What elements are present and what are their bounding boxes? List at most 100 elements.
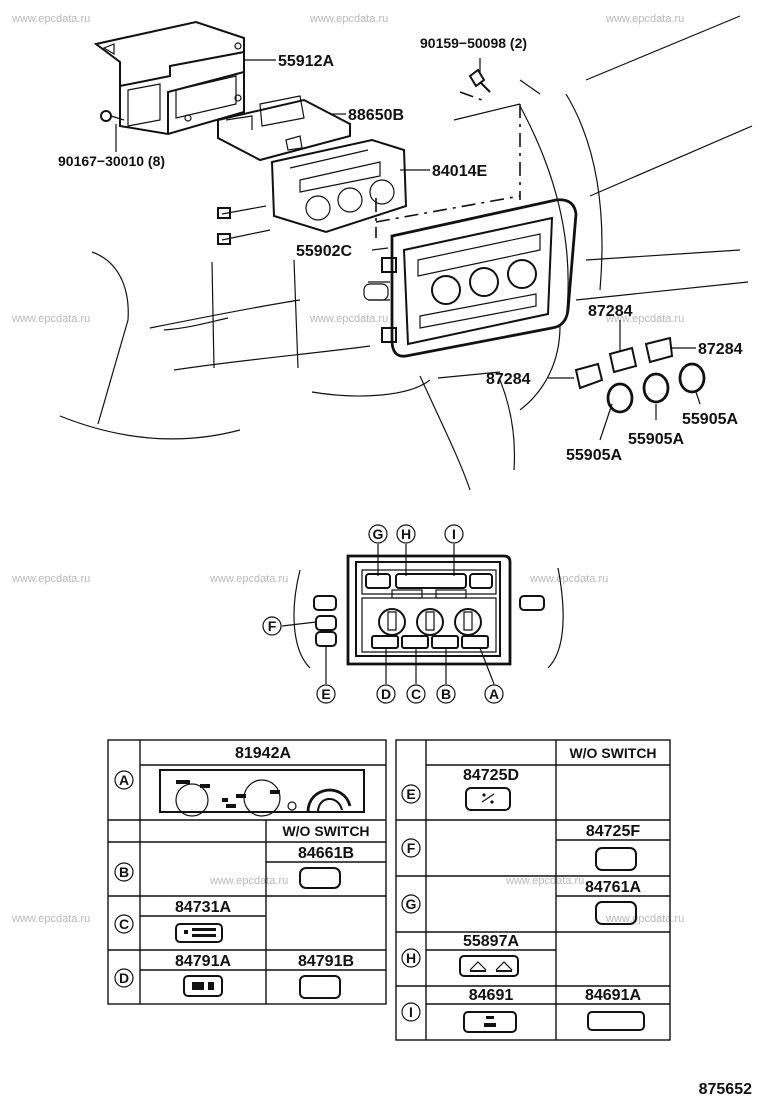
part-label-84014E: 84014E bbox=[432, 163, 487, 180]
button-shape-D bbox=[183, 975, 223, 997]
cluster-finish-panel-55902C bbox=[363, 198, 578, 358]
part-label-90159: 90159−50098 (2) bbox=[420, 35, 527, 51]
part-label-87284-top: 87284 bbox=[588, 303, 633, 320]
callout-D: D bbox=[376, 684, 396, 704]
svg-text:I: I bbox=[452, 526, 456, 542]
part-label-55905A-right: 55905A bbox=[682, 411, 738, 428]
knob-group bbox=[574, 336, 706, 414]
control-assembly-84014E bbox=[217, 138, 408, 245]
watermark: www.epcdata.ru bbox=[505, 875, 584, 887]
watermark: www.epcdata.ru bbox=[309, 13, 388, 25]
svg-text:I: I bbox=[409, 1004, 413, 1020]
svg-text:A: A bbox=[119, 772, 129, 788]
left-table-part-B-wo: 84661B bbox=[298, 845, 354, 862]
right-parts-table: W/O SWITCH 84725D 84725F 84761A 55897A 8… bbox=[395, 739, 671, 1041]
right-table-wo-switch: W/O SWITCH bbox=[569, 745, 656, 761]
svg-text:F: F bbox=[268, 618, 277, 634]
callout-circles: G H I F E D C B bbox=[262, 524, 504, 704]
right-table-part-I: 84691 bbox=[469, 987, 514, 1004]
front-panel-view bbox=[293, 554, 564, 669]
part-label-87284-right: 87284 bbox=[698, 341, 743, 358]
button-shape-F-wo bbox=[595, 847, 637, 871]
watermark: www.epcdata.ru bbox=[309, 313, 388, 325]
button-shape-C bbox=[175, 923, 223, 943]
right-row-callout-G: G bbox=[401, 894, 421, 914]
part-label-55912A: 55912A bbox=[278, 53, 334, 70]
right-table-part-H: 55897A bbox=[463, 933, 519, 950]
button-shape-B bbox=[299, 867, 341, 889]
watermark: www.epcdata.ru bbox=[209, 875, 288, 887]
right-table-part-F-wo: 84725F bbox=[586, 823, 640, 840]
watermark: www.epcdata.ru bbox=[605, 13, 684, 25]
left-table-part-A: 81942A bbox=[235, 745, 291, 762]
left-table-part-D-wo: 84791B bbox=[298, 953, 354, 970]
svg-text:E: E bbox=[406, 786, 415, 802]
right-table-part-I-wo: 84691A bbox=[585, 987, 641, 1004]
callout-leaders bbox=[281, 544, 495, 685]
svg-text:F: F bbox=[407, 840, 416, 856]
left-row-callout-C: C bbox=[114, 914, 134, 934]
svg-text:B: B bbox=[441, 686, 451, 702]
part-label-55902C: 55902C bbox=[296, 243, 352, 260]
right-row-callout-F: F bbox=[401, 838, 421, 858]
right-table-part-E: 84725D bbox=[463, 767, 519, 784]
svg-text:G: G bbox=[406, 896, 417, 912]
bracket-55912A bbox=[93, 20, 245, 136]
svg-text:A: A bbox=[489, 686, 499, 702]
left-row-callout-D: D bbox=[114, 968, 134, 988]
right-table-part-G-wo: 84761A bbox=[585, 879, 641, 896]
right-row-callout-H: H bbox=[401, 948, 421, 968]
watermark: www.epcdata.ru bbox=[11, 313, 90, 325]
callout-B: B bbox=[436, 684, 456, 704]
screw-90159 bbox=[468, 68, 491, 93]
callout-F: F bbox=[262, 616, 282, 636]
button-shape-E bbox=[465, 787, 511, 811]
right-row-callout-I: I bbox=[401, 1002, 421, 1022]
callout-H: H bbox=[396, 524, 416, 544]
left-table-part-D: 84791A bbox=[175, 953, 231, 970]
svg-text:B: B bbox=[119, 864, 129, 880]
svg-text:D: D bbox=[119, 970, 129, 986]
left-row-callout-B: B bbox=[114, 862, 134, 882]
svg-text:H: H bbox=[401, 526, 411, 542]
leader-lines-top bbox=[115, 58, 701, 441]
part-labels-top: 55912A 90159−50098 (2) 88650B 90167−3001… bbox=[58, 35, 743, 464]
callout-G: G bbox=[368, 524, 388, 544]
right-row-callout-E: E bbox=[401, 784, 421, 804]
diagram-number: 875652 bbox=[699, 1081, 752, 1098]
svg-text:E: E bbox=[321, 686, 330, 702]
svg-text:C: C bbox=[119, 916, 129, 932]
button-shape-D-wo bbox=[299, 975, 341, 999]
svg-text:G: G bbox=[373, 526, 384, 542]
button-shape-H bbox=[459, 955, 519, 977]
part-label-55905A-left: 55905A bbox=[566, 447, 622, 464]
watermark-layer: www.epcdata.ru www.epcdata.ru www.epcdat… bbox=[11, 13, 684, 925]
watermark: www.epcdata.ru bbox=[529, 573, 608, 585]
callout-E: E bbox=[316, 684, 336, 704]
dashboard-outline bbox=[59, 15, 753, 491]
screw-90167 bbox=[100, 110, 125, 122]
watermark: www.epcdata.ru bbox=[11, 573, 90, 585]
watermark: www.epcdata.ru bbox=[605, 913, 684, 925]
dial-plate-illustration bbox=[159, 769, 365, 817]
svg-text:D: D bbox=[381, 686, 391, 702]
part-label-55905A-middle: 55905A bbox=[628, 431, 684, 448]
part-label-88650B: 88650B bbox=[348, 107, 404, 124]
left-row-callout-A: A bbox=[114, 770, 134, 790]
callout-C: C bbox=[406, 684, 426, 704]
left-table-part-C: 84731A bbox=[175, 899, 231, 916]
part-label-90167: 90167−30010 (8) bbox=[58, 153, 165, 169]
button-shape-I-wo bbox=[587, 1011, 645, 1031]
left-table-wo-switch: W/O SWITCH bbox=[282, 823, 369, 839]
callout-A: A bbox=[484, 684, 504, 704]
callout-I: I bbox=[444, 524, 464, 544]
button-shape-I bbox=[463, 1011, 517, 1033]
button-shape-G-wo bbox=[595, 901, 637, 925]
part-label-87284-left: 87284 bbox=[486, 371, 531, 388]
watermark: www.epcdata.ru bbox=[209, 573, 288, 585]
computer-88650B bbox=[217, 95, 351, 162]
svg-text:H: H bbox=[406, 950, 416, 966]
watermark: www.epcdata.ru bbox=[11, 13, 90, 25]
